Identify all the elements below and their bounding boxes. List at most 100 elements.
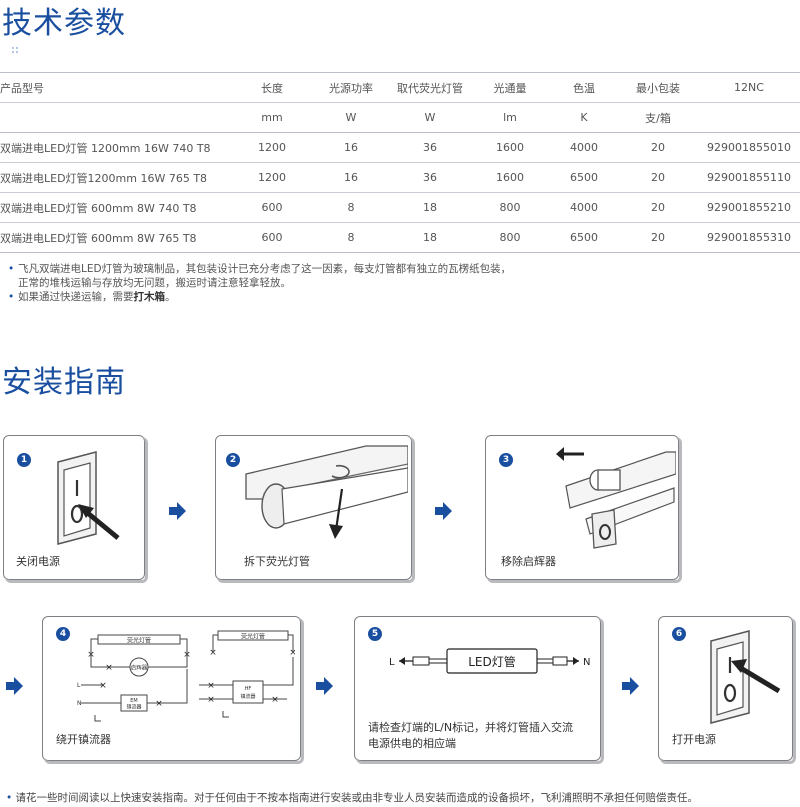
svg-text:×: ×	[209, 648, 217, 658]
table-cell: 929001855010	[698, 132, 800, 163]
table-cell: 20	[618, 192, 698, 223]
table-cell: 双端进电LED灯管 1200mm 16W 740 T8	[0, 132, 232, 163]
table-cell: 929001855210	[698, 192, 800, 223]
step-card-2: 2 拆下荧光灯管	[215, 435, 415, 583]
svg-text:×: ×	[207, 695, 215, 705]
svg-text:×: ×	[105, 663, 113, 673]
bullet-icon: •	[8, 291, 15, 303]
header-cell: 12NC	[698, 72, 800, 103]
led-tube-label: LED灯管	[468, 654, 516, 669]
table-cell: 1200	[232, 132, 312, 163]
table-cell: 18	[390, 222, 470, 253]
note-text: 飞凡双端进电LED灯管为玻璃制品，其包装设计已充分考虑了这一因素，每支灯管都有独…	[18, 263, 512, 275]
table-cell: 双端进电LED灯管1200mm 16W 765 T8	[0, 162, 232, 193]
next-arrow-icon	[169, 502, 186, 520]
step-card-4: 4 荧光灯管 启辉器 × × × EM 镇流器 L N × × 荧光灯管 × ×…	[42, 616, 304, 764]
table-row: 双端进电LED灯管 600mm 8W 740 T8 600 8 18 800 4…	[0, 192, 800, 223]
step-card-5: 5 L LED灯管 N 请检查灯端的L/N标记，并将灯管插入交流 电源供电的相应…	[354, 616, 604, 764]
note-item: • 如果通过快递运输，需要打木箱。	[8, 290, 511, 304]
next-arrow-icon	[435, 502, 452, 520]
step-caption: 绕开镇流器	[56, 733, 111, 746]
svg-text:×: ×	[207, 681, 215, 691]
table-unit-row: mm W W lm K 支/箱	[0, 102, 800, 133]
table-cell: 6500	[550, 162, 618, 193]
step-number: 4	[56, 627, 70, 641]
note-text: 正常的堆栈运输与存放均无问题，搬运时请注意轻拿轻放。	[18, 277, 291, 289]
table-header-row: 产品型号 长度 光源功率 取代荧光灯管 光通量 色温 最小包装 12NC	[0, 72, 800, 103]
table-cell: 18	[390, 192, 470, 223]
svg-text:×: ×	[289, 648, 295, 658]
note-text: 如果通过快递运输，需要	[18, 291, 134, 303]
header-cell: 色温	[550, 72, 618, 103]
title-dots	[12, 47, 18, 53]
led-n-label: N	[583, 657, 590, 668]
table-cell: 929001855110	[698, 162, 800, 193]
table-cell: 8	[312, 192, 390, 223]
svg-text:×: ×	[99, 681, 107, 691]
note-item-continued: 正常的堆栈运输与存放均无问题，搬运时请注意轻拿轻放。	[8, 276, 511, 290]
unit-cell: mm	[232, 102, 312, 133]
step-caption: 请检查灯端的L/N标记，并将灯管插入交流 电源供电的相应端	[368, 720, 573, 752]
table-cell: 929001855310	[698, 222, 800, 253]
hf-ballast-label-1: HF	[245, 686, 252, 692]
svg-text:×: ×	[87, 650, 95, 660]
step-caption: 打开电源	[672, 733, 716, 746]
em-ballast-label-1: EM	[130, 698, 137, 704]
switch-off-illustration	[57, 451, 120, 545]
unit-cell	[698, 102, 800, 133]
next-arrow-icon	[316, 677, 333, 695]
step-number: 1	[17, 453, 31, 467]
table-cell: 1600	[470, 162, 550, 193]
step-caption-line: 电源供电的相应端	[368, 737, 456, 750]
tube-label-1: 荧光灯管	[127, 637, 151, 645]
unit-cell: lm	[470, 102, 550, 133]
step-caption: 关闭电源	[16, 555, 60, 568]
table-row: 双端进电LED灯管 600mm 8W 765 T8 600 8 18 800 6…	[0, 222, 800, 253]
remove-tube-illustration	[245, 445, 408, 539]
table-cell: 20	[618, 132, 698, 163]
note-bold-text: 打木箱	[133, 291, 166, 303]
table-cell: 4000	[550, 192, 618, 223]
table-cell: 1600	[470, 132, 550, 163]
unit-cell	[0, 102, 232, 133]
step-caption: 移除启辉器	[501, 555, 556, 568]
step-card-1: 1 关闭电源	[3, 435, 148, 583]
spec-notes: • 飞凡双端进电LED灯管为玻璃制品，其包装设计已充分考虑了这一因素，每支灯管都…	[8, 262, 511, 304]
header-cell: 产品型号	[0, 72, 232, 103]
unit-cell: W	[312, 102, 390, 133]
step-caption: 拆下荧光灯管	[244, 555, 310, 568]
switch-on-illustration	[710, 630, 781, 724]
note-text: 。	[165, 291, 176, 303]
unit-cell: W	[390, 102, 470, 133]
svg-text:×: ×	[155, 699, 163, 709]
svg-text:×: ×	[183, 650, 191, 660]
table-cell: 20	[618, 162, 698, 193]
install-title: 安装指南	[2, 365, 126, 400]
bullet-icon: •	[8, 263, 15, 275]
remove-starter-illustration	[556, 447, 676, 549]
step-number: 6	[672, 627, 686, 641]
table-cell: 16	[312, 132, 390, 163]
starter-label: 启辉器	[131, 664, 148, 672]
diagram-l-label: L	[77, 682, 81, 689]
step-number: 2	[226, 453, 240, 467]
table-cell: 36	[390, 132, 470, 163]
next-arrow-icon	[622, 677, 639, 695]
step-caption-line: 请检查灯端的L/N标记，并将灯管插入交流	[368, 721, 574, 734]
table-cell: 1200	[232, 162, 312, 193]
note-item: • 飞凡双端进电LED灯管为玻璃制品，其包装设计已充分考虑了这一因素，每支灯管都…	[8, 262, 511, 276]
bullet-icon: •	[6, 792, 16, 804]
header-cell: 长度	[232, 72, 312, 103]
unit-cell: K	[550, 102, 618, 133]
table-cell: 36	[390, 162, 470, 193]
em-ballast-label-2: 镇流器	[126, 704, 141, 711]
table-cell: 4000	[550, 132, 618, 163]
table-cell: 20	[618, 222, 698, 253]
step-card-3: 3 移除启辉器	[485, 435, 682, 583]
footer-text: 请花一些时间阅读以上快速安装指南。对于任何由于不按本指南进行安装或由非专业人员安…	[15, 792, 699, 804]
step-card-6: 6 打开电源	[658, 616, 796, 764]
unit-cell: 支/箱	[618, 102, 698, 133]
ballast-wiring-diagram: 荧光灯管 启辉器 × × × EM 镇流器 L N × × 荧光灯管 × × H…	[77, 630, 295, 722]
led-tube-illustration: L LED灯管 N	[389, 648, 590, 674]
header-cell: 光源功率	[312, 72, 390, 103]
